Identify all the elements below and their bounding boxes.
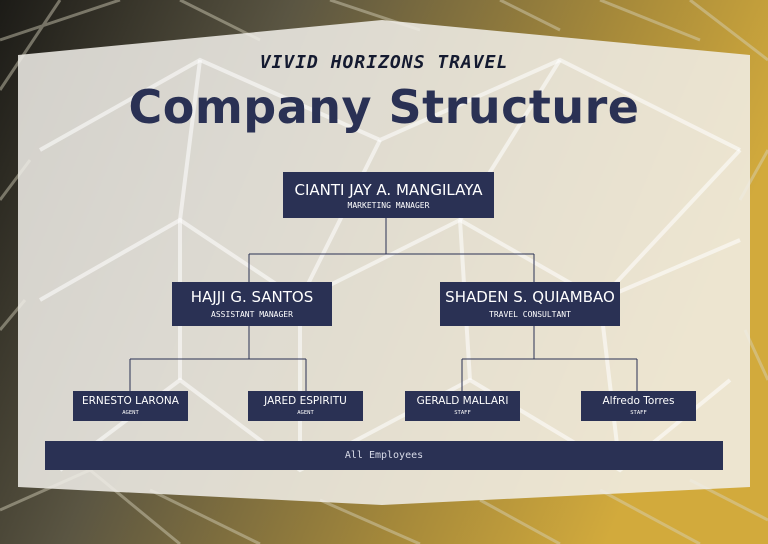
node-name: JARED ESPIRITU [264, 395, 347, 407]
node-role: AGENT [122, 410, 139, 416]
node-staff-2: Alfredo Torres STAFF [581, 391, 696, 421]
all-employees-bar: All Employees [45, 441, 723, 470]
node-role: STAFF [454, 410, 471, 416]
node-role: MARKETING MANAGER [347, 201, 430, 210]
node-name: Alfredo Torres [602, 395, 675, 407]
node-travel-consultant: SHADEN S. QUIAMBAO TRAVEL CONSULTANT [440, 282, 620, 326]
node-staff-1: GERALD MALLARI STAFF [405, 391, 520, 421]
node-role: ASSISTANT MANAGER [211, 310, 293, 319]
node-assistant-manager: HAJJI G. SANTOS ASSISTANT MANAGER [172, 282, 332, 326]
node-marketing-manager: CIANTI JAY A. MANGILAYA MARKETING MANAGE… [283, 172, 494, 218]
node-role: TRAVEL CONSULTANT [489, 310, 571, 319]
node-name: CIANTI JAY A. MANGILAYA [294, 181, 483, 199]
node-role: AGENT [297, 410, 314, 416]
node-name: ERNESTO LARONA [82, 395, 179, 407]
node-agent-2: JARED ESPIRITU AGENT [248, 391, 363, 421]
node-role: STAFF [630, 410, 647, 416]
company-name: VIVID HORIZONS TRAVEL [259, 52, 509, 73]
node-name: SHADEN S. QUIAMBAO [445, 288, 615, 306]
page-title: Company Structure [128, 80, 640, 134]
node-name: HAJJI G. SANTOS [190, 288, 314, 306]
node-agent-1: ERNESTO LARONA AGENT [73, 391, 188, 421]
node-name: GERALD MALLARI [416, 395, 509, 407]
